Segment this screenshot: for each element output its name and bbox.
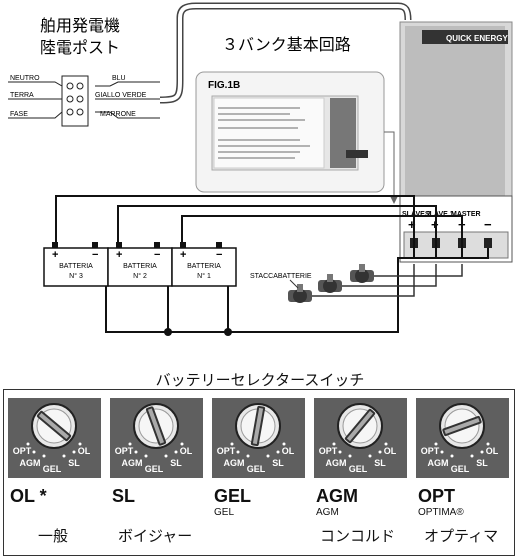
shore-title-2: 陸電ポスト bbox=[40, 38, 120, 57]
fig-label: FIG.1B bbox=[208, 80, 240, 91]
disconnect-label: STACCABATTERIE bbox=[250, 273, 312, 280]
dial-mark-gel: GEL bbox=[145, 464, 164, 474]
shore-title-1: 舶用発電機 bbox=[40, 16, 120, 35]
selector-panel bbox=[3, 389, 515, 556]
dial-mark-opt: OPT bbox=[13, 446, 32, 456]
dial-pointer bbox=[250, 405, 266, 447]
dial-mark-ol: OL bbox=[384, 446, 397, 456]
svg-text:+: + bbox=[116, 249, 122, 261]
dial-mark-ol: OL bbox=[282, 446, 295, 456]
svg-text:+: + bbox=[180, 249, 186, 261]
wire-label-giallo-verde: GIALLO VERDE bbox=[95, 92, 147, 99]
terminal-master-label: MASTER bbox=[451, 211, 481, 218]
battery-1-number: N° 1 bbox=[197, 272, 211, 280]
dial-mark-gel: GEL bbox=[247, 464, 266, 474]
dial-mark-ol: OL bbox=[180, 446, 193, 456]
wiring-diagram: 舶用発電機 陸電ポスト ３バンク基本回路 NEUTRO TERRA FASE B… bbox=[8, 2, 513, 336]
mode-jp-ol: 一般 bbox=[38, 527, 69, 545]
dial-mark-agm: AGM bbox=[122, 458, 143, 468]
battery-2 bbox=[107, 242, 173, 287]
wire-label-blu: BLU bbox=[112, 75, 126, 82]
dial-mark-sl: SL bbox=[374, 458, 386, 468]
svg-text:−: − bbox=[154, 249, 160, 261]
battery-disconnect-switches bbox=[288, 264, 374, 303]
dial-pointer bbox=[145, 406, 167, 446]
mode-jp-opt: オプティマ bbox=[424, 527, 499, 545]
plus-sign: + bbox=[408, 217, 416, 232]
battery-2-name: BATTERIA bbox=[123, 263, 157, 270]
charger-brand: QUICK ENERGY bbox=[446, 34, 508, 43]
dial-mark-opt: OPT bbox=[217, 446, 236, 456]
battery-2-number: N° 2 bbox=[133, 272, 147, 280]
dial-mark-opt: OPT bbox=[319, 446, 338, 456]
terminal-slave1-label: SLAVE 1 bbox=[425, 211, 454, 218]
battery-3-name: BATTERIA bbox=[59, 263, 93, 270]
dial-mark-gel: GEL bbox=[349, 464, 368, 474]
dial-mark-sl: SL bbox=[170, 458, 182, 468]
battery-1-name: BATTERIA bbox=[187, 263, 221, 270]
dial-mark-gel: GEL bbox=[43, 464, 62, 474]
dial-mark-opt: OPT bbox=[115, 446, 134, 456]
wire-label-fase: FASE bbox=[10, 111, 28, 118]
mode-code-sl: SL bbox=[112, 486, 136, 506]
junction-dots bbox=[164, 328, 232, 336]
dial-mark-sl: SL bbox=[68, 458, 80, 468]
dial-mark-sl: SL bbox=[272, 458, 284, 468]
mode-sub-agm: AGM bbox=[316, 507, 339, 518]
selector-title: バッテリーセレクタースイッチ bbox=[155, 371, 365, 389]
dial-mark-gel: GEL bbox=[451, 464, 470, 474]
svg-text:−: − bbox=[216, 249, 222, 261]
dial-pointer bbox=[344, 408, 376, 444]
minus-sign: − bbox=[484, 217, 492, 232]
mode-sub-gel: GEL bbox=[214, 507, 235, 518]
dial-mark-agm: AGM bbox=[428, 458, 449, 468]
wire-label-neutro: NEUTRO bbox=[10, 75, 40, 82]
dial-mark-agm: AGM bbox=[224, 458, 245, 468]
battery-3 bbox=[43, 242, 109, 287]
circuit-title: ３バンク基本回路 bbox=[222, 35, 351, 54]
dial-mark-ol: OL bbox=[78, 446, 91, 456]
dial-mark-agm: AGM bbox=[326, 458, 347, 468]
wire-label-marrone: MARRONE bbox=[100, 111, 136, 118]
terminal-slave2-label: SLAVE 2 bbox=[402, 211, 431, 218]
wire-label-terra: TERRA bbox=[10, 92, 34, 99]
svg-text:+: + bbox=[52, 249, 58, 261]
svg-text:−: − bbox=[92, 249, 98, 261]
mode-code-ol: OL * bbox=[10, 486, 47, 506]
fig-1b-inset bbox=[195, 71, 385, 193]
mode-sub-opt: OPTIMA® bbox=[418, 507, 464, 518]
dial-mark-agm: AGM bbox=[20, 458, 41, 468]
charger-unit bbox=[399, 21, 513, 263]
mode-jp-sl: ボイジャー bbox=[118, 527, 193, 545]
dial-pointer bbox=[36, 410, 72, 442]
dial-pointer bbox=[442, 415, 482, 437]
dial-mark-ol: OL bbox=[486, 446, 499, 456]
battery-1 bbox=[171, 242, 237, 287]
mode-code-agm: AGM bbox=[316, 486, 358, 506]
dial-mark-opt: OPT bbox=[421, 446, 440, 456]
mode-jp-agm: コンコルド bbox=[320, 527, 396, 545]
dial-mark-sl: SL bbox=[476, 458, 488, 468]
mode-code-gel: GEL bbox=[214, 486, 252, 506]
terminal-block bbox=[61, 75, 89, 127]
mode-code-opt: OPT bbox=[418, 486, 456, 506]
battery-3-number: N° 3 bbox=[69, 272, 83, 280]
